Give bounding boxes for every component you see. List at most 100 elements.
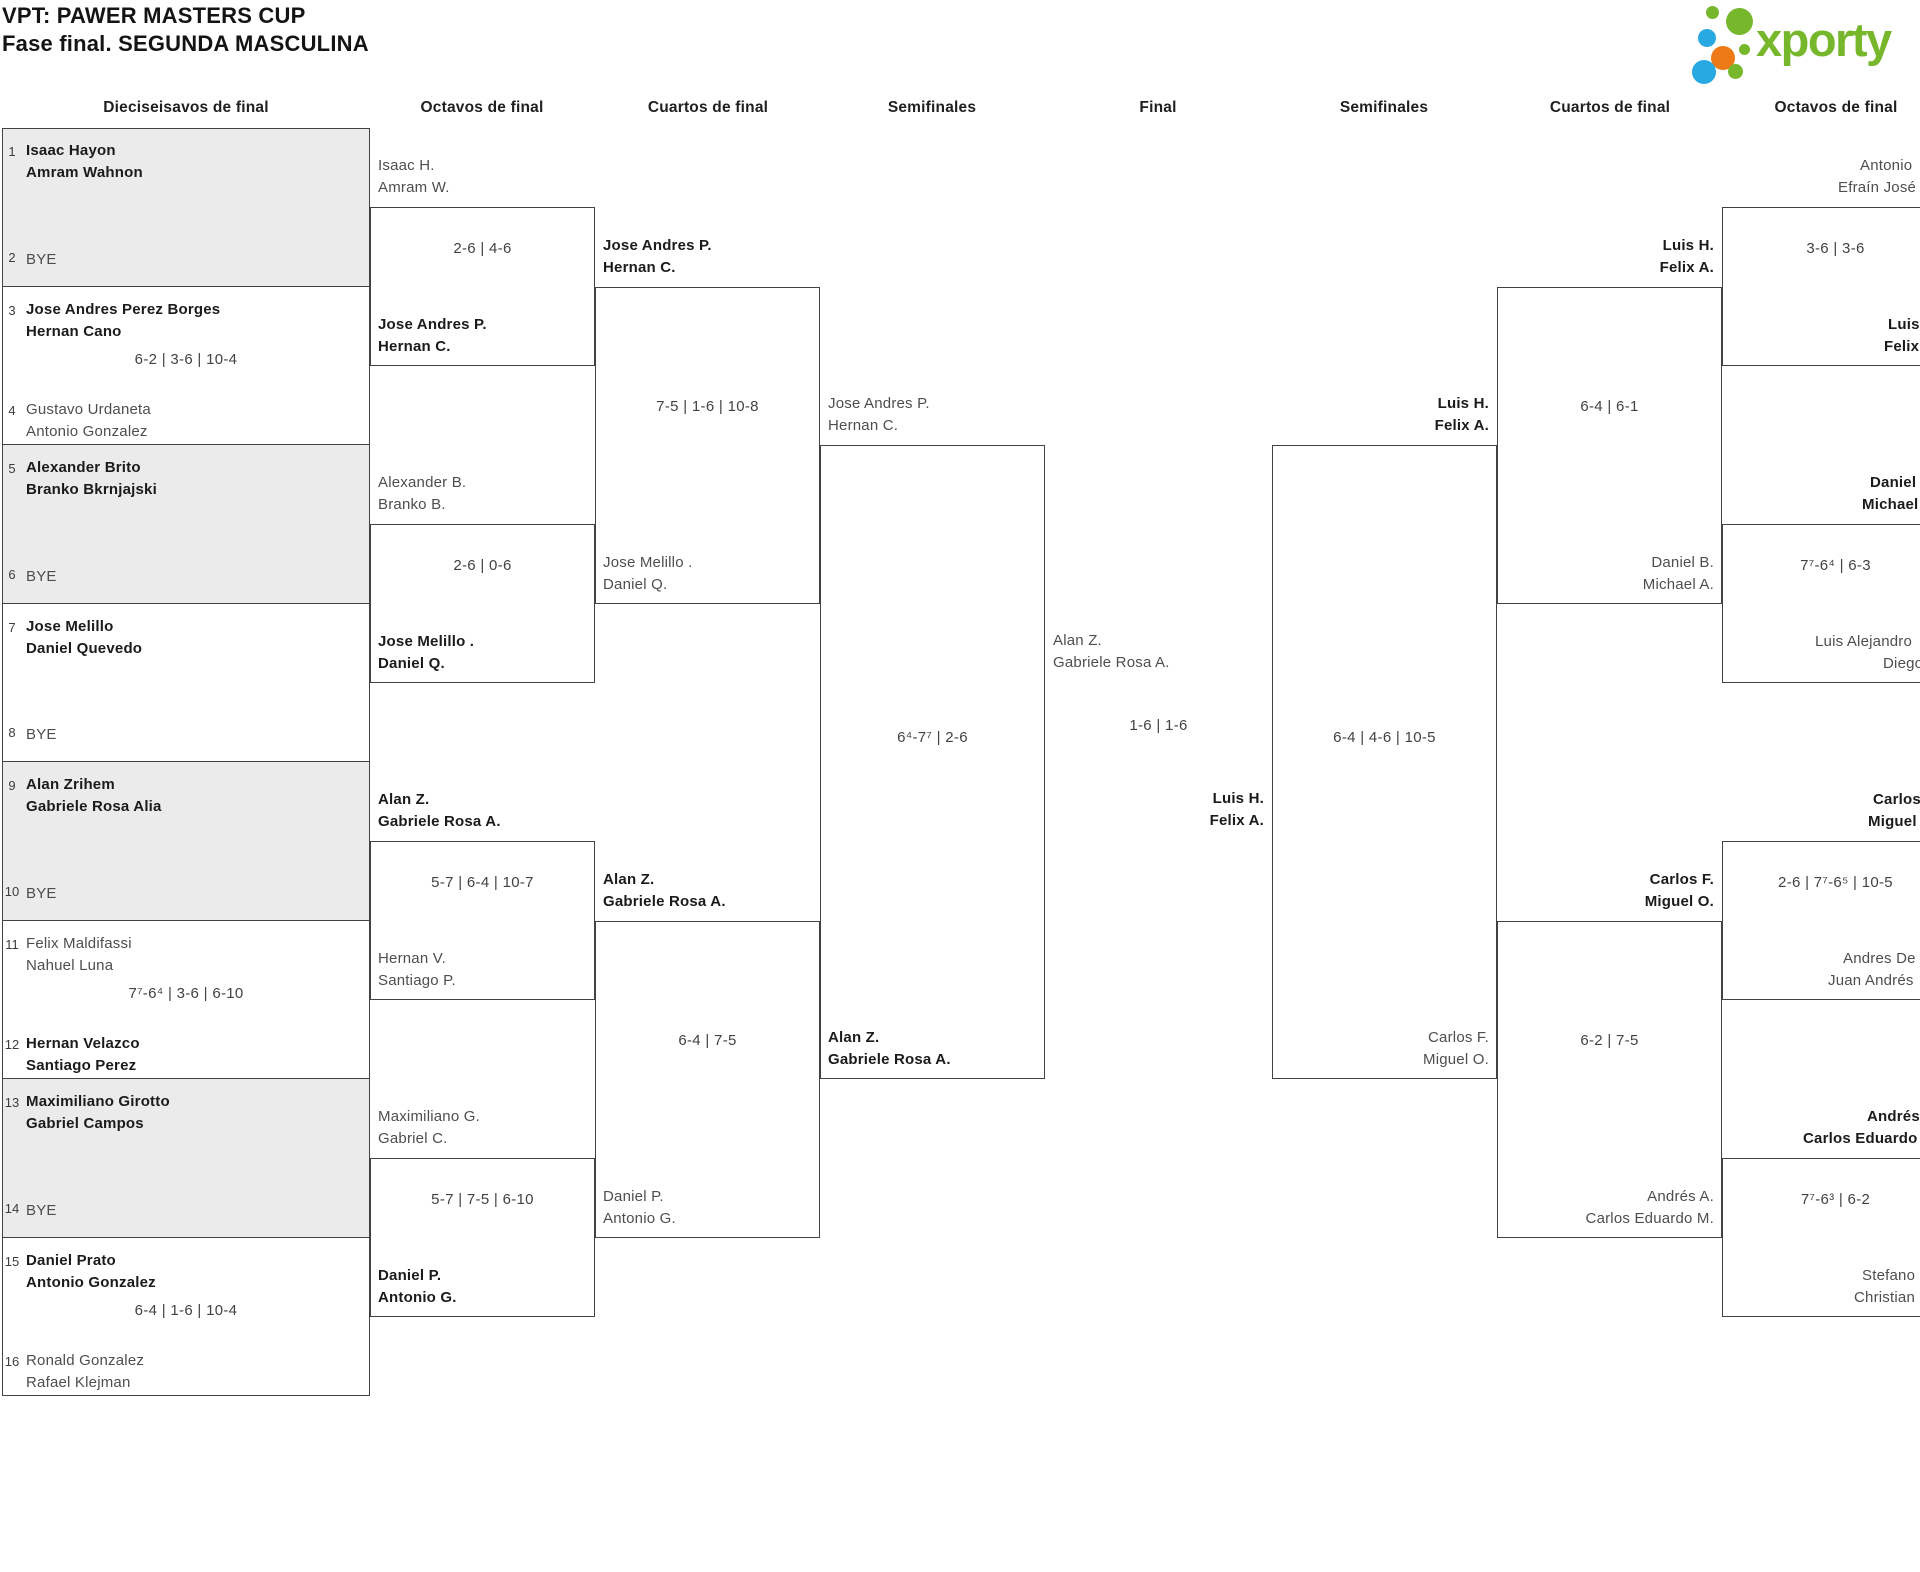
match-score: 6-4 | 7-5 [678,1032,737,1049]
match-box-semifinal-left [820,445,1045,1079]
match-score: 7⁷-6⁴ | 6-3 [1800,556,1871,574]
team-name-line: Alexander B. [378,474,467,492]
match-score: 2-6 | 4-6 [453,239,512,257]
team-label: Maximiliano G.Gabriel C. [378,1106,480,1150]
team-name-line: Felix Maldifassi [26,934,132,952]
match-score: 3-6 | 3-6 [1806,239,1865,257]
round-header-dieciseisavos: Dieciseisavos de final [103,99,269,116]
match-box-r16-4 [2,603,370,762]
logo-dot-icon [1739,44,1750,55]
team-name-line: Juan Andrés [1828,971,1914,989]
team-name-line: Antonio [1860,157,1913,175]
team-name-line: Carlos F. [1649,870,1714,888]
team-label: Alan Z.Gabriele Rosa A. [1053,630,1170,674]
match-box-cuartos-left-2 [595,920,820,1238]
team-name-line: Alan Z. [828,1029,880,1046]
match-box-r16-7 [2,1079,370,1238]
seed-number: 6 [8,566,16,582]
team-name-line: Felix [1884,337,1920,355]
seed-number: 8 [8,725,16,740]
team-name-line: Branko B. [378,496,446,514]
match-score: 6-2 | 3-6 | 10-4 [134,350,238,368]
bye-label: BYE [26,566,57,588]
team-label: Alan Z.Gabriele Rosa A. [378,789,501,833]
seed-number: 11 [5,936,19,952]
team-name-line: Hernan C. [378,337,451,355]
match-box-octavos-right-3 [1722,841,1920,1000]
team-label: Hernan V.Santiago P. [378,948,456,992]
page-title: VPT: PAWER MASTERS CUP Fase final. SEGUN… [2,2,369,58]
logo-dot-icon [1698,29,1716,47]
team-name-line: Carlos F. [1428,1029,1489,1046]
team-name-line: Jose Andres P. [828,395,930,412]
logo-dot-icon [1692,60,1716,84]
team-name-line: Hernan C. [828,417,899,434]
team-label: Jose Andres P. Hernan C. [603,235,712,279]
team-name-line: Daniel Quevedo [26,639,143,657]
team-label: Carlos F. Miguel O. [1269,1027,1489,1071]
seed-number: 5 [8,461,16,476]
team-label: Jose Andres P.Hernan C. [378,314,487,358]
bye-label: BYE [26,1200,57,1222]
team-name-line: Daniel [1870,474,1917,492]
team-name-line: Antonio G. [378,1288,457,1306]
round-header-semifinales-right: Semifinales [1339,99,1429,116]
team-name-line: Jose Melillo . [378,632,475,650]
match-box-r16-2 [2,286,370,445]
team-name-line: Felix A. [1209,812,1264,829]
team-name-line: Nahuel Luna [26,956,114,974]
round-header-octavos-left: Octavos de final [420,99,544,116]
team-name-line: Alan Z. [603,870,655,888]
team-name-line: Hernan C. [603,258,676,276]
team-label: Carlos F.Miguel O. [1494,869,1714,913]
team-name-line: Miguel [1868,813,1917,831]
team-name-line: Alan Zrihem [26,776,115,793]
team-name-line: Jose Andres P. [603,236,712,254]
team-name-line: Ronald Gonzalez [26,1352,145,1369]
match-box-cuartos-right-2 [1497,920,1722,1238]
team-name-line: Andres De [1843,949,1916,967]
team-name-line: Michael [1862,496,1919,514]
seed-number: 13 [4,1095,20,1110]
team-name-line: Miguel O. [1423,1051,1489,1068]
seed-number: 12 [4,1037,20,1052]
team-name-line: Gabriele Rosa A. [1053,654,1170,671]
match-box-octavos-left-4 [370,1158,595,1317]
team-name-line: Luis H. [1662,236,1714,254]
team-name-line: Andrés [1867,1108,1920,1126]
team-name-line: Hernan V. [378,949,446,967]
match-score: 5-7 | 6-4 | 10-7 [431,873,534,891]
match-box-r16-3 [2,445,370,604]
team-name-line: BYE [26,1201,57,1219]
team-name-line: Daniel Prato [26,1251,116,1269]
match-box-octavos-right-2 [1722,524,1920,683]
match-score: 7⁷-6⁴ | 3-6 | 6-10 [128,984,244,1002]
match-box-cuartos-right-1 [1497,286,1722,604]
page-title-line-1: VPT: PAWER MASTERS CUP [2,3,306,28]
match-score: 2-6 | 0-6 [453,556,512,574]
team-name-line: Hernan Velazco [26,1035,140,1052]
seed-number: 15 [4,1253,20,1269]
team-label: Luis H.Felix A. [1494,235,1714,279]
match-score: 6-4 | 6-1 [1580,398,1639,415]
team-name-line: Alexander Brito [26,459,141,476]
team-label: Andrés A.Carlos Eduardo M. [1494,1186,1714,1230]
team-name-line: Jose Andres Perez Borges [26,300,221,318]
xporty-logo: xporty [1686,2,1918,88]
match-box-octavos-left-3 [370,841,595,1000]
team-name-line: Stefano [1862,1266,1916,1284]
seed-number: 14 [4,1200,20,1216]
seed-number: 7 [8,619,16,635]
team-name-line: Michael A. [1642,575,1714,593]
match-box-octavos-right-1 [1722,207,1920,366]
seed-number: 9 [8,778,16,793]
team-name-line: Santiago Perez [26,1057,137,1074]
bye-label: BYE [26,883,57,905]
